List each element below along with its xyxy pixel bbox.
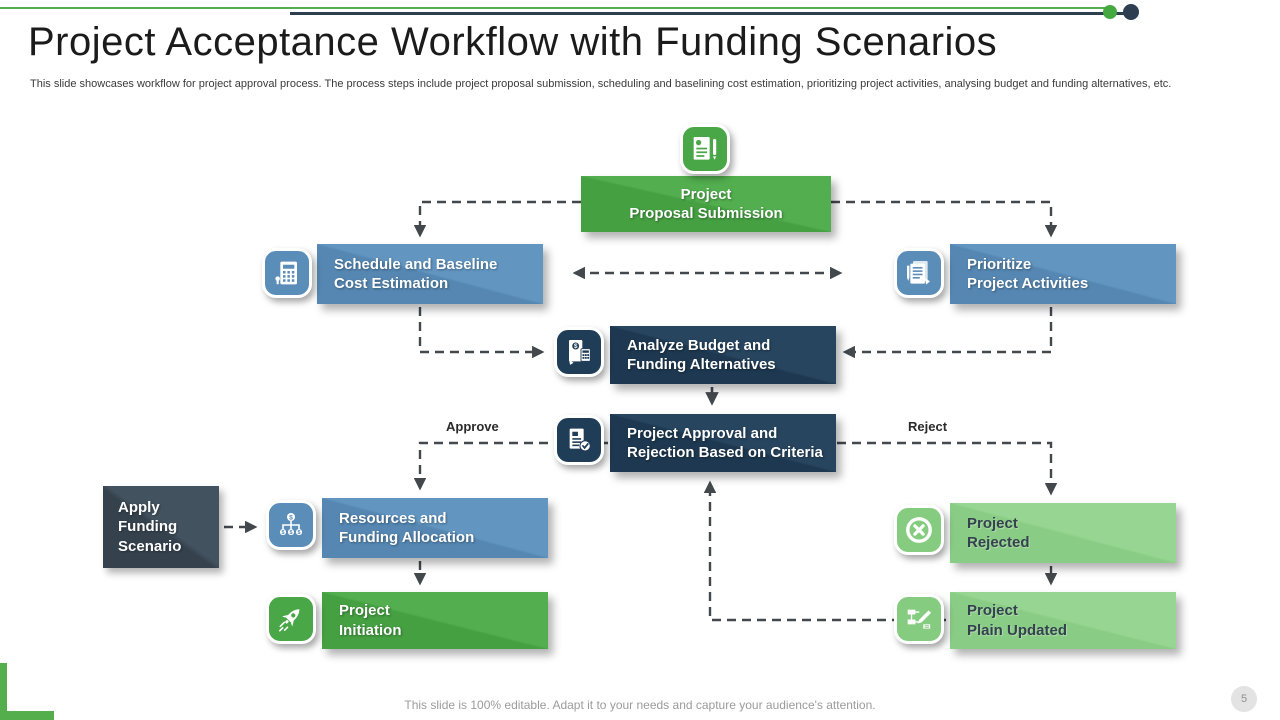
document-check-icon: [554, 415, 604, 465]
footer-note: This slide is 100% editable. Adapt it to…: [404, 698, 876, 712]
node-bar: Resources and Funding Allocation: [322, 498, 548, 558]
node-label-line: Plain Updated: [967, 621, 1068, 639]
node-label-line: Prioritize: [967, 255, 1032, 273]
reject-label: Reject: [908, 419, 948, 434]
node-bar: Project Initiation: [322, 592, 548, 649]
node-bar: Analyze Budget and Funding Alternatives: [610, 326, 836, 384]
node-label-line: Analyze Budget and: [627, 336, 771, 354]
node-label-line: Project: [967, 602, 1018, 619]
rocket-icon: [266, 594, 316, 644]
calculator-icon: [262, 248, 312, 298]
slide-title: Project Acceptance Workflow with Funding…: [28, 20, 998, 64]
node-label-line: Rejected: [967, 534, 1030, 551]
svg-text:$: $: [290, 530, 293, 536]
svg-text:$: $: [282, 530, 285, 536]
node-label-line: Resources and: [339, 509, 447, 527]
node-label-line: Funding: [118, 518, 178, 536]
node-bar: Project Approval and Rejection Based on …: [610, 414, 836, 472]
cross-circle-icon: [894, 505, 944, 555]
node-apply-funding-scenario: Apply Funding Scenario: [103, 486, 219, 568]
node-label-line: Cost Estimation: [334, 275, 449, 292]
node-bar: Project Proposal Submission: [581, 176, 831, 232]
node-bar: Schedule and Baseline Cost Estimation: [317, 244, 543, 304]
checklist-icon: [894, 248, 944, 298]
slide-subtitle: This slide showcases workflow for projec…: [30, 78, 1172, 90]
node-label-line: Project: [680, 185, 732, 203]
document-icon: [680, 124, 730, 174]
page-number-badge: 5: [1231, 686, 1257, 712]
node-label-line: Project Activities: [967, 275, 1089, 292]
approve-label: Approve: [446, 419, 499, 434]
node-bar: Project Plain Updated: [950, 592, 1176, 649]
budget-calculator-icon: $: [554, 327, 604, 377]
node-label-line: Rejection Based on Criteria: [627, 444, 823, 461]
top-green-line: [0, 7, 1110, 9]
corner-accent-horizontal: [0, 711, 54, 720]
node-label-line: Funding Alternatives: [627, 356, 776, 373]
node-label-line: Scenario: [118, 537, 182, 555]
top-navy-line: [290, 12, 1132, 15]
node-label-line: Proposal Submission: [629, 205, 783, 222]
node-label-line: Funding Allocation: [339, 529, 475, 546]
svg-text:$: $: [574, 343, 578, 350]
node-label-line: Project: [967, 514, 1018, 532]
node-label-line: Apply: [118, 498, 160, 516]
green-dot: [1103, 5, 1117, 19]
node-label-line: Project: [339, 602, 390, 619]
corner-accent-vertical: [0, 663, 7, 720]
navy-dot: [1123, 4, 1139, 20]
svg-text:$: $: [289, 514, 293, 521]
node-bar: Project Rejected: [950, 503, 1176, 563]
svg-text:$: $: [298, 530, 301, 536]
node-label-line: Schedule and Baseline: [334, 255, 498, 273]
node-label-line: Initiation: [339, 621, 402, 639]
node-label-line: Project Approval and: [627, 424, 778, 442]
node-bar: Prioritize Project Activities: [950, 244, 1176, 304]
funding-allocation-icon: $ $ $ $: [266, 500, 316, 550]
flowchart-edit-icon: [894, 594, 944, 644]
